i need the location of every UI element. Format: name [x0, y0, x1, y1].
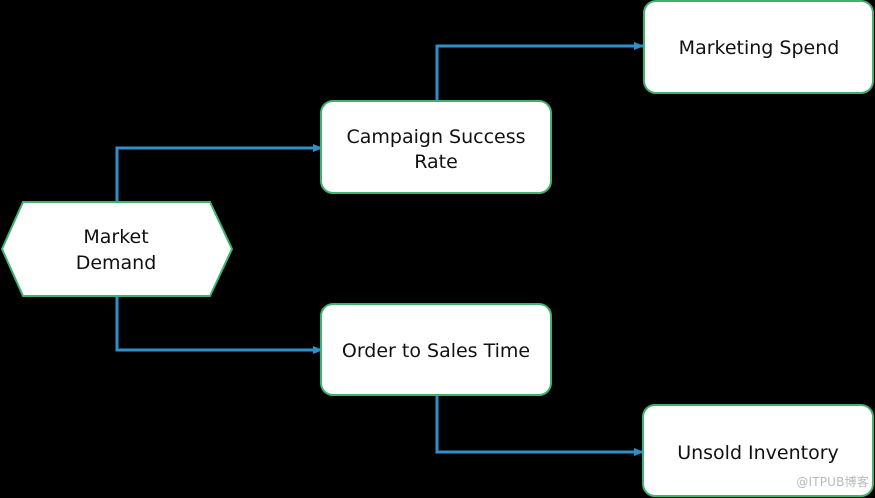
connector-campaign-to-spend	[435, 42, 644, 101]
campaign-success-rate-label-line2: Rate	[414, 151, 458, 173]
market-demand-label-line1: Market	[83, 226, 148, 248]
marketing-spend-label: Marketing Spend	[679, 37, 840, 59]
unsold-inventory-box	[642, 404, 874, 497]
order-to-sales-time-box	[320, 303, 552, 396]
node-marketing-spend[interactable]: Marketing Spend	[643, 0, 874, 94]
watermark: @ITPUB博客	[796, 475, 869, 489]
node-market-demand[interactable]: Market Demand	[0, 201, 234, 297]
connector-demand-to-campaign	[115, 144, 323, 202]
campaign-success-rate-label-line1: Campaign Success	[346, 126, 525, 148]
unsold-inventory-label: Unsold Inventory	[677, 442, 839, 464]
marketing-spend-box	[643, 0, 874, 94]
campaign-success-rate-box	[320, 100, 552, 194]
connector-demand-to-order	[115, 296, 323, 354]
node-campaign-success-rate[interactable]: Campaign Success Rate	[320, 100, 552, 194]
node-unsold-inventory[interactable]: Unsold Inventory	[642, 404, 874, 497]
market-demand-shape	[0, 201, 234, 297]
node-order-to-sales-time[interactable]: Order to Sales Time	[320, 303, 552, 396]
order-to-sales-time-label: Order to Sales Time	[342, 340, 530, 362]
connector-order-to-inventory	[435, 396, 644, 456]
market-demand-label-line2: Demand	[76, 252, 157, 274]
